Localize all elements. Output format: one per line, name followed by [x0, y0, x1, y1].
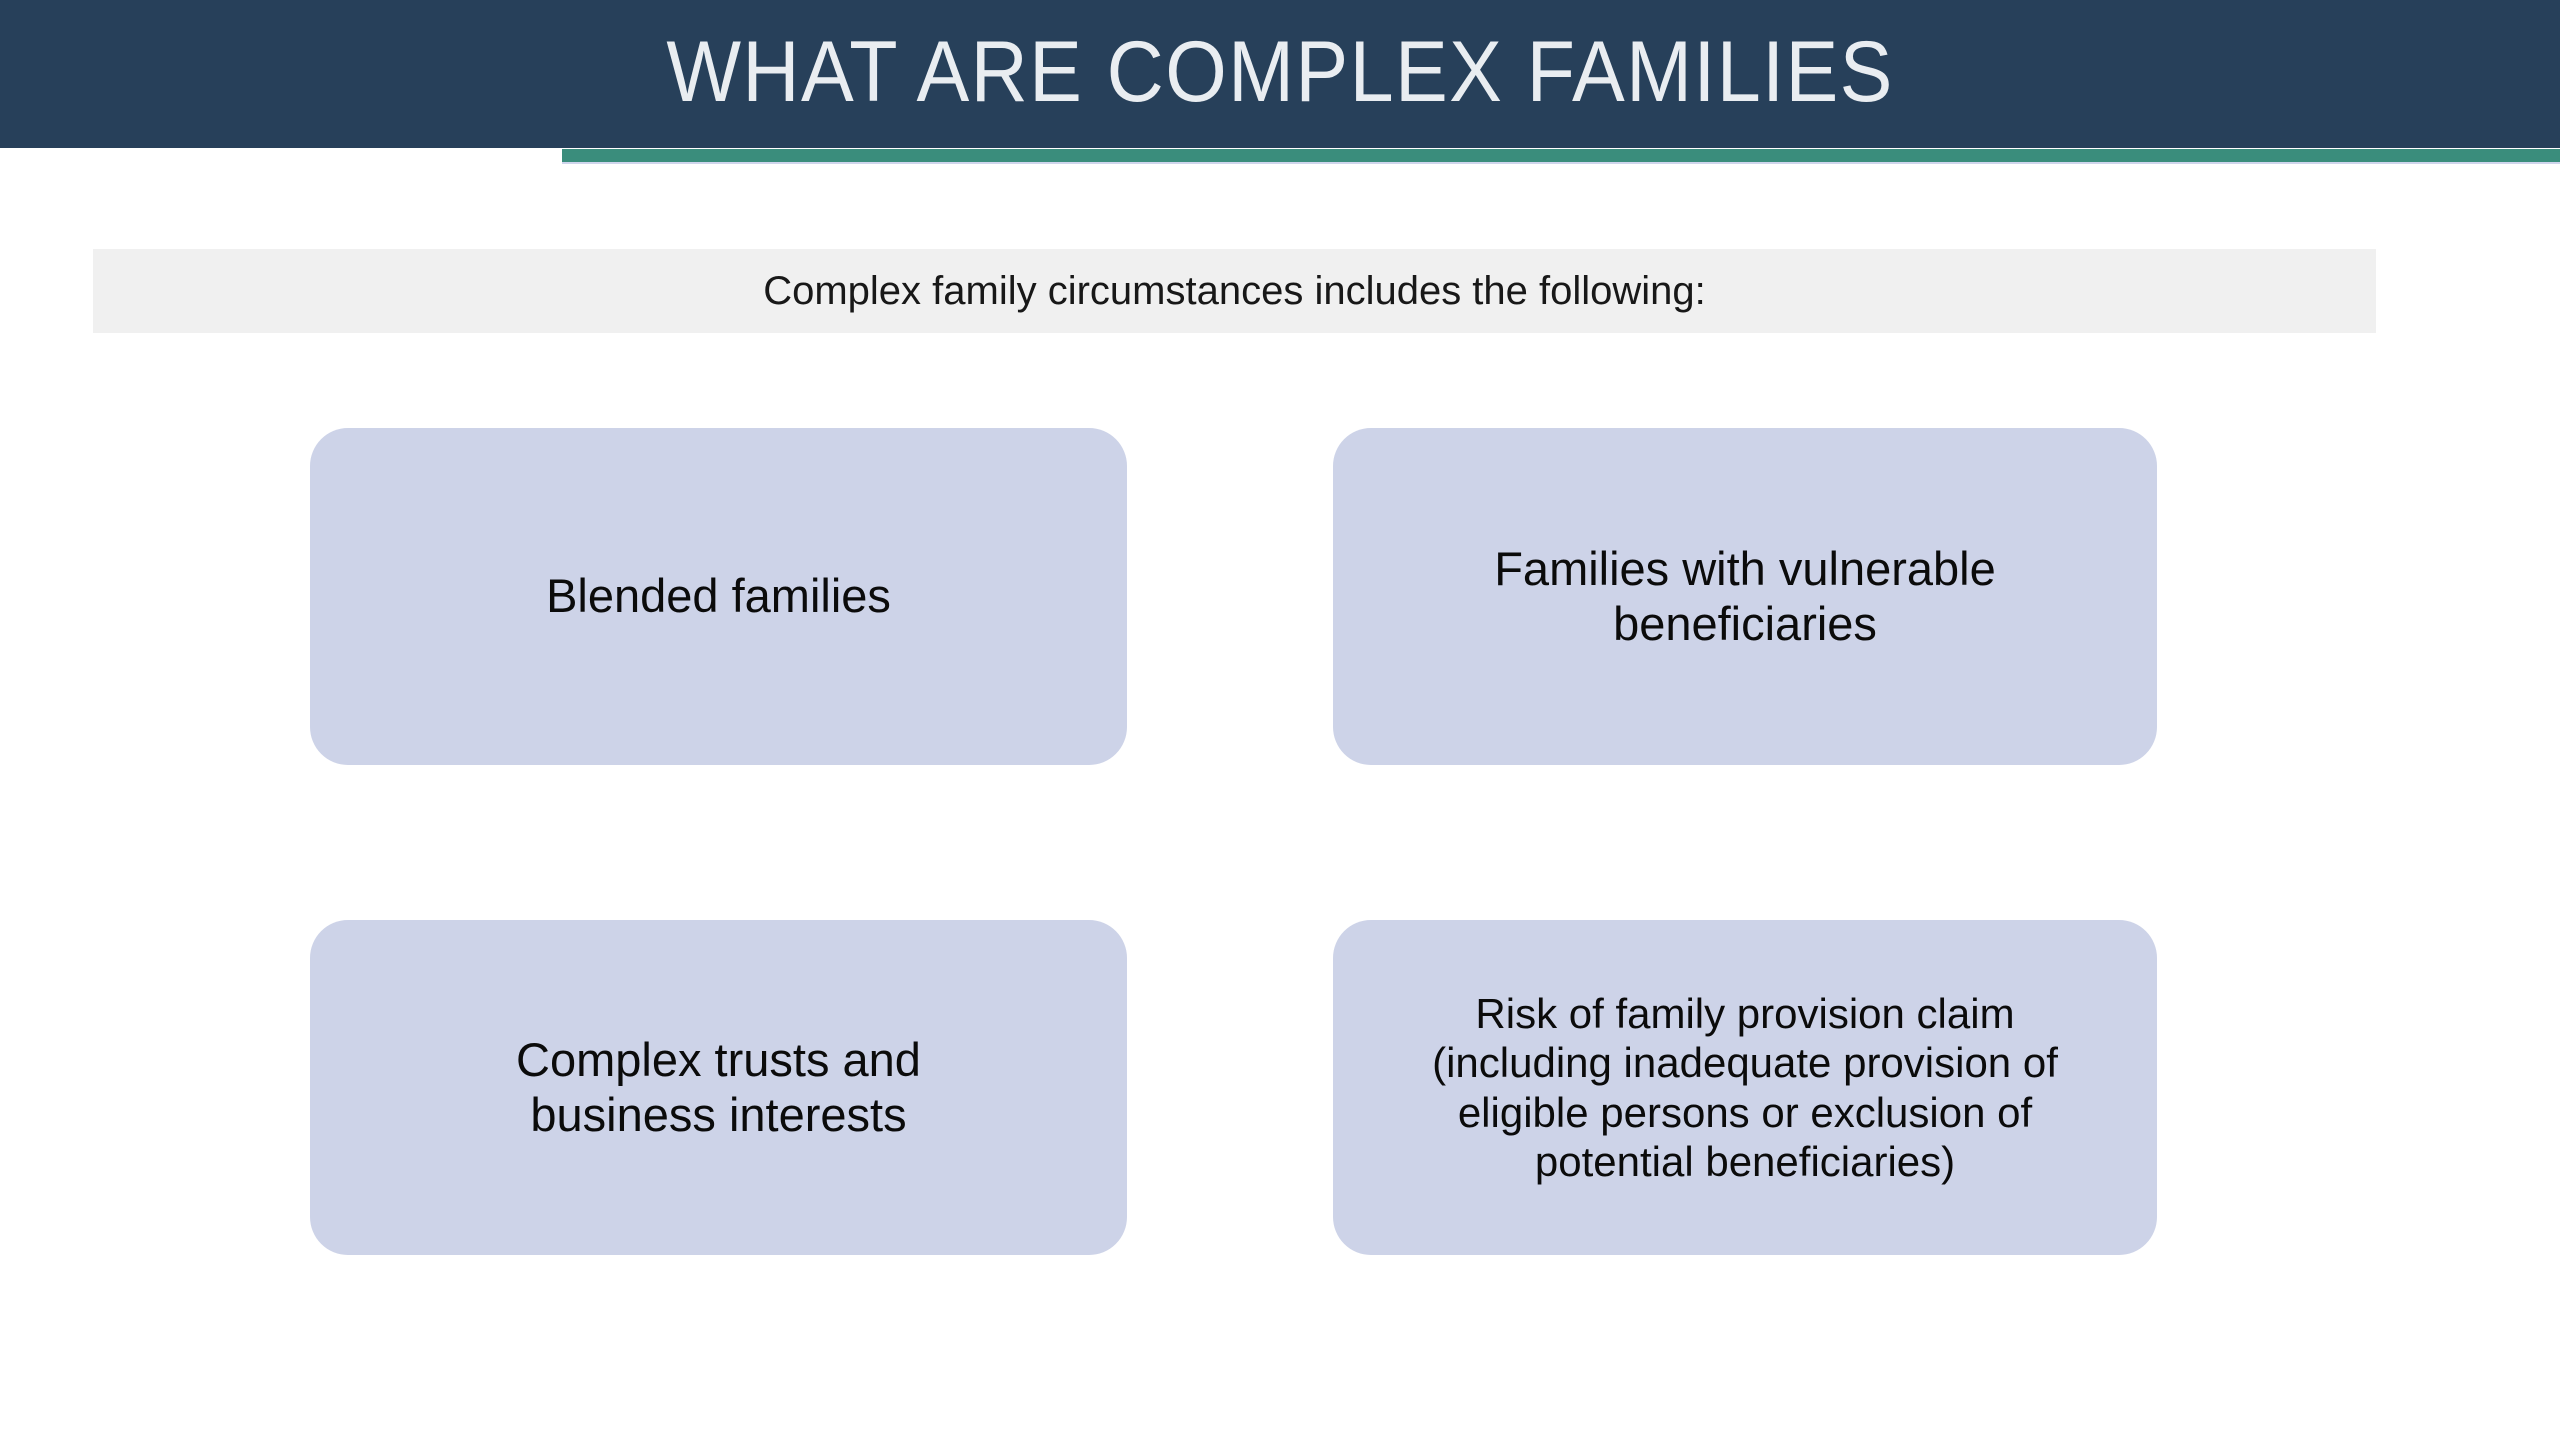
slide-header-band: WHAT ARE COMPLEX FAMILIES — [0, 0, 2560, 148]
content-box-complex-trusts: Complex trusts and business interests — [310, 920, 1127, 1255]
header-accent-bar — [562, 149, 2560, 164]
subtitle-text: Complex family circumstances includes th… — [763, 269, 1706, 313]
content-box-label: Complex trusts and business interests — [516, 1033, 921, 1141]
page-title: WHAT ARE COMPLEX FAMILIES — [666, 24, 1894, 120]
content-box-vulnerable-beneficiaries: Families with vulnerable beneficiaries — [1333, 428, 2157, 765]
content-box-label: Blended families — [546, 569, 891, 623]
content-box-label: Risk of family provision claim (includin… — [1432, 990, 2058, 1185]
content-box-blended-families: Blended families — [310, 428, 1127, 765]
subtitle-strip: Complex family circumstances includes th… — [93, 249, 2376, 333]
content-box-label: Families with vulnerable beneficiaries — [1494, 542, 1996, 650]
content-box-family-provision-claim: Risk of family provision claim (includin… — [1333, 920, 2157, 1255]
